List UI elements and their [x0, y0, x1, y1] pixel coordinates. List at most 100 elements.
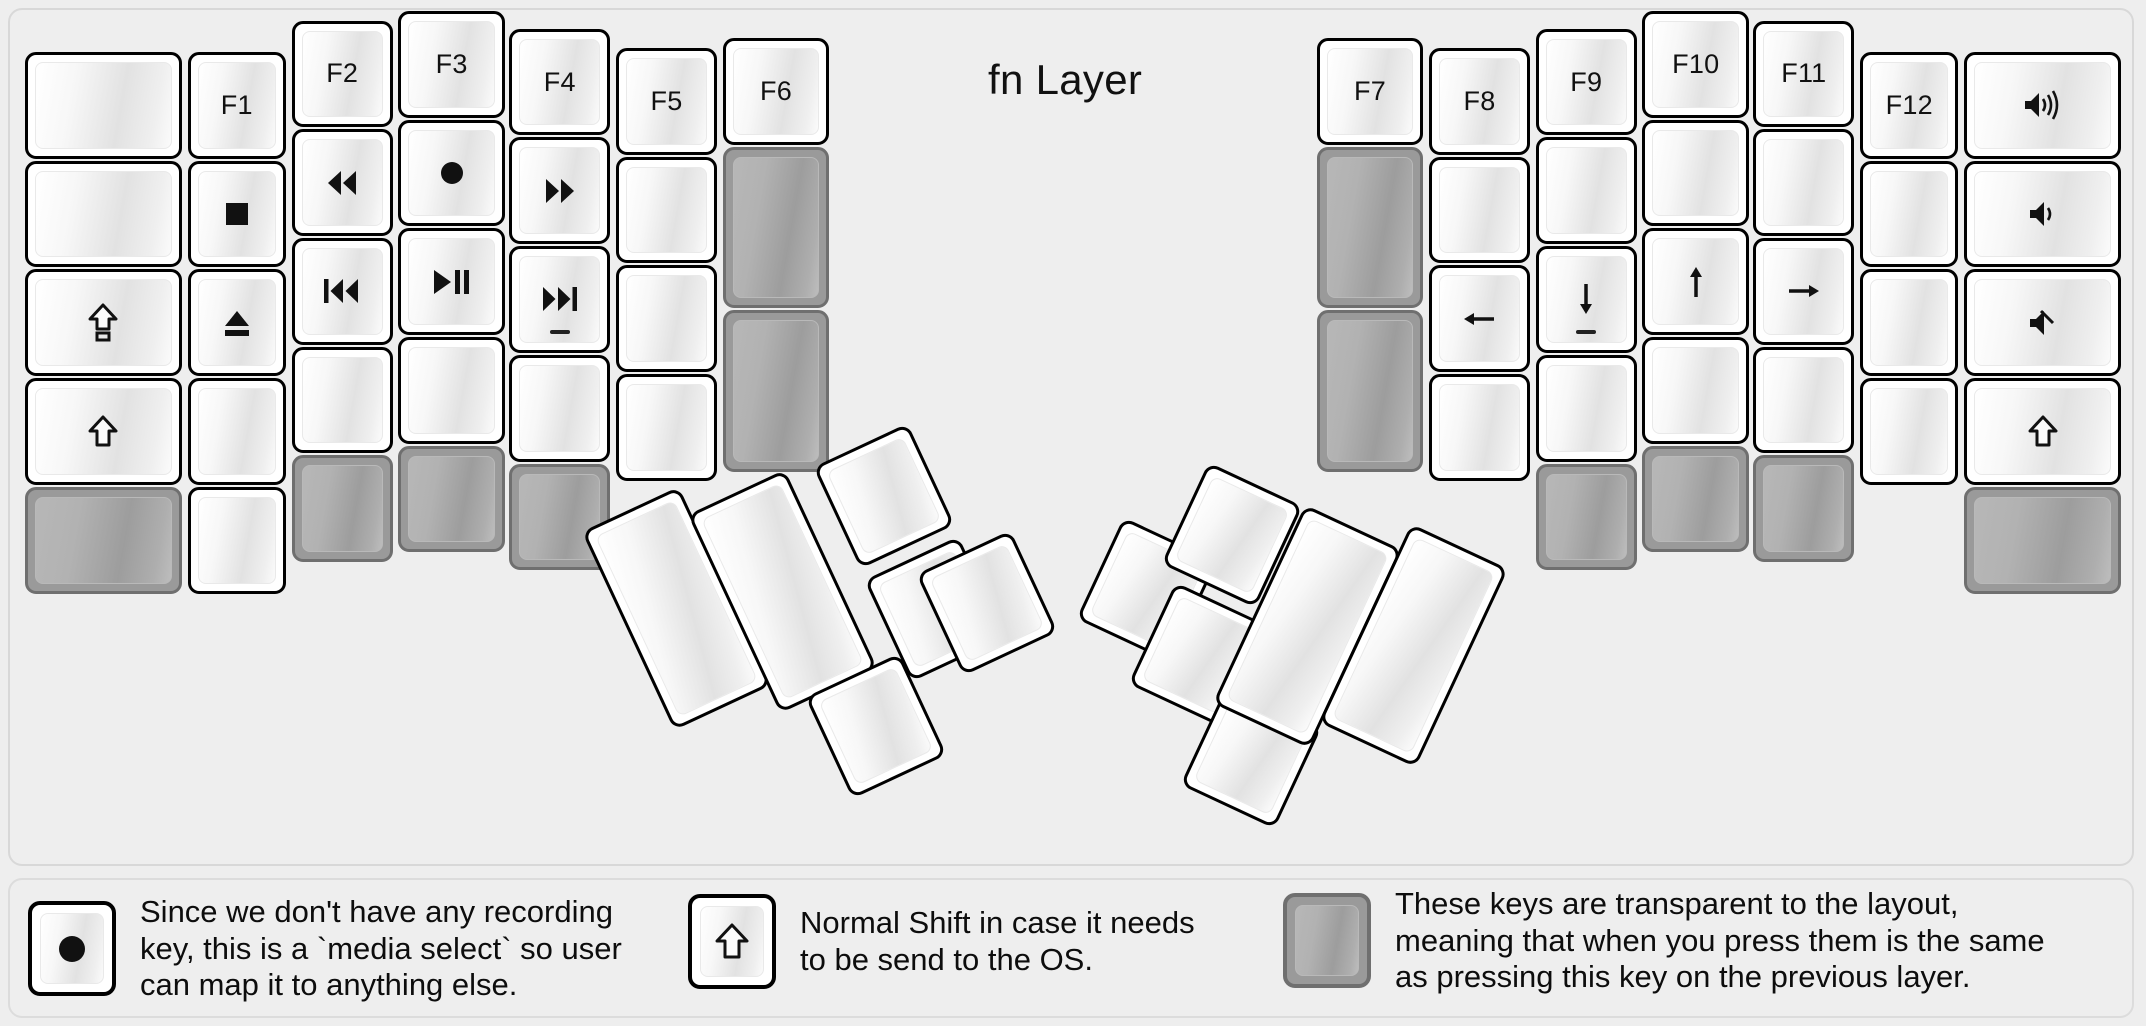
left-col-pinky-key-3[interactable] [187, 378, 287, 485]
right-col-pinky-outer-key-3[interactable] [1963, 378, 2122, 485]
right-col-pinky-outer-key-1-cap [1973, 170, 2112, 258]
left-col-pinky-outer-key-2[interactable] [24, 269, 183, 377]
left-col-middle-key-2[interactable] [398, 228, 506, 336]
right-col-middle-key-3[interactable] [1642, 337, 1750, 444]
right-col-pinky-key-2[interactable] [1859, 269, 1959, 377]
right-col-middle-key-1[interactable] [1642, 119, 1750, 227]
left-col-inner-key-2[interactable] [722, 310, 830, 472]
right-col-index-inner-key-1[interactable] [1428, 156, 1531, 264]
left-col-ring-key-1[interactable] [291, 129, 393, 236]
right-col-ring-key-2-cap [1763, 247, 1845, 335]
left-col-index-key-2-cap [519, 256, 601, 343]
left-col-pinky-outer-key-0[interactable] [24, 51, 183, 159]
left-col-pinky-key-4[interactable] [187, 486, 287, 594]
left-col-middle-key-3[interactable] [398, 337, 506, 444]
right-col-middle-key-3-cap [1652, 347, 1740, 434]
left-col-inner-key-1[interactable] [722, 147, 830, 309]
right-col-pinky-outer-key-2[interactable] [1963, 269, 2122, 377]
right-col-index-inner-key-2[interactable] [1428, 265, 1531, 372]
left-col-index-key-2[interactable] [509, 246, 611, 353]
right-col-inner-key-0[interactable]: F7 [1316, 38, 1424, 145]
left-col-middle-key-0-cap: F3 [408, 20, 496, 108]
right-col-index-key-3[interactable] [1535, 354, 1637, 462]
right-col-middle-key-0-cap: F10 [1652, 20, 1740, 108]
key-label: F12 [1885, 89, 1933, 120]
left-col-pinky-outer-key-1[interactable] [24, 160, 183, 268]
right-col-index-key-2[interactable] [1535, 246, 1637, 353]
left-col-middle-key-0[interactable]: F3 [398, 10, 506, 118]
right-col-ring-key-2[interactable] [1753, 237, 1855, 345]
left-col-ring-key-0[interactable]: F2 [291, 20, 393, 128]
right-col-ring-key-4[interactable] [1753, 455, 1855, 563]
left-col-index-inner-key-3[interactable] [615, 373, 718, 481]
homing-bump-indicator [1576, 329, 1597, 334]
left-col-pinky-outer-key-3-cap [34, 388, 173, 475]
right-col-index-key-0[interactable]: F9 [1535, 28, 1637, 136]
legend-key-shift-cap [700, 906, 764, 977]
right-col-ring-key-4-cap [1763, 465, 1845, 553]
left-col-inner-key-2-cap [732, 320, 820, 462]
left-col-pinky-key-1[interactable] [187, 160, 287, 268]
left-col-pinky-key-1-cap [197, 170, 277, 258]
left-col-pinky-outer-key-0-cap [34, 61, 173, 149]
left-col-index-inner-key-2[interactable] [615, 265, 718, 372]
right-col-pinky-outer-key-1[interactable] [1963, 160, 2122, 268]
key-label: F3 [435, 48, 468, 79]
page-title: fn Layer [988, 56, 1143, 103]
left-col-ring-key-3[interactable] [291, 346, 393, 454]
left-col-index-inner-key-0[interactable]: F5 [615, 47, 718, 155]
right-col-ring-key-1[interactable] [1753, 129, 1855, 236]
right-col-pinky-key-1-cap [1869, 170, 1949, 258]
key-label: F7 [1354, 76, 1386, 107]
left-col-index-key-4[interactable] [509, 463, 611, 571]
right-col-index-key-1[interactable] [1535, 137, 1637, 245]
right-col-middle-key-2[interactable] [1642, 228, 1750, 336]
right-col-pinky-key-0-cap: F12 [1869, 61, 1949, 149]
right-col-pinky-outer-key-4[interactable] [1963, 486, 2122, 594]
left-col-pinky-outer-key-4[interactable] [24, 486, 183, 594]
left-col-pinky-outer-key-2-cap [34, 279, 173, 367]
right-col-pinky-outer-key-0[interactable] [1963, 51, 2122, 159]
left-col-middle-key-1[interactable] [398, 119, 506, 227]
right-col-index-inner-key-3[interactable] [1428, 373, 1531, 481]
left-col-index-key-0[interactable]: F4 [509, 28, 611, 136]
left-col-pinky-outer-key-3[interactable] [24, 378, 183, 485]
right-col-ring-key-0[interactable]: F11 [1753, 20, 1855, 128]
right-col-middle-key-4[interactable] [1642, 445, 1750, 553]
left-col-pinky-key-4-cap [197, 496, 277, 584]
shift-icon [2028, 415, 2058, 447]
right-col-inner-key-2[interactable] [1316, 310, 1424, 472]
left-col-index-key-3[interactable] [509, 354, 611, 462]
volume-down-icon [2029, 202, 2051, 227]
legend-key-transparent [1283, 893, 1371, 989]
left-col-pinky-key-0-cap: F1 [197, 61, 277, 149]
right-col-middle-key-0[interactable]: F10 [1642, 10, 1750, 118]
right-col-pinky-key-1[interactable] [1859, 160, 1959, 268]
left-col-index-inner-key-1[interactable] [615, 156, 718, 264]
left-col-ring-key-0-cap: F2 [301, 30, 383, 118]
right-col-pinky-key-0[interactable]: F12 [1859, 51, 1959, 159]
media-record-icon [59, 935, 85, 962]
left-col-index-key-1[interactable] [509, 137, 611, 245]
right-col-index-inner-key-2-cap [1438, 275, 1521, 362]
left-col-inner-key-0-cap: F6 [732, 48, 820, 135]
left-col-middle-key-4[interactable] [398, 445, 506, 553]
right-col-inner-key-1[interactable] [1316, 147, 1424, 309]
right-col-pinky-outer-key-0-cap [1973, 61, 2112, 149]
key-label: F4 [543, 66, 576, 97]
right-col-pinky-key-3[interactable] [1859, 378, 1959, 485]
left-col-pinky-key-2[interactable] [187, 269, 287, 377]
left-col-inner-key-0[interactable]: F6 [722, 38, 830, 145]
left-col-pinky-key-0[interactable]: F1 [187, 51, 287, 159]
left-col-ring-key-4[interactable] [291, 455, 393, 563]
key-label: F11 [1781, 58, 1827, 89]
legend-item-transparent: These keys are transparent to the layout… [1283, 886, 2045, 996]
right-col-index-inner-key-0[interactable]: F8 [1428, 47, 1531, 155]
key-label: F6 [760, 76, 792, 107]
left-col-inner-key-1-cap [732, 157, 820, 299]
right-col-ring-key-3[interactable] [1753, 346, 1855, 454]
left-col-ring-key-2[interactable] [291, 237, 393, 345]
left-col-middle-key-4-cap [408, 455, 496, 543]
homing-bump-indicator [549, 329, 570, 334]
right-col-index-key-4[interactable] [1535, 463, 1637, 571]
